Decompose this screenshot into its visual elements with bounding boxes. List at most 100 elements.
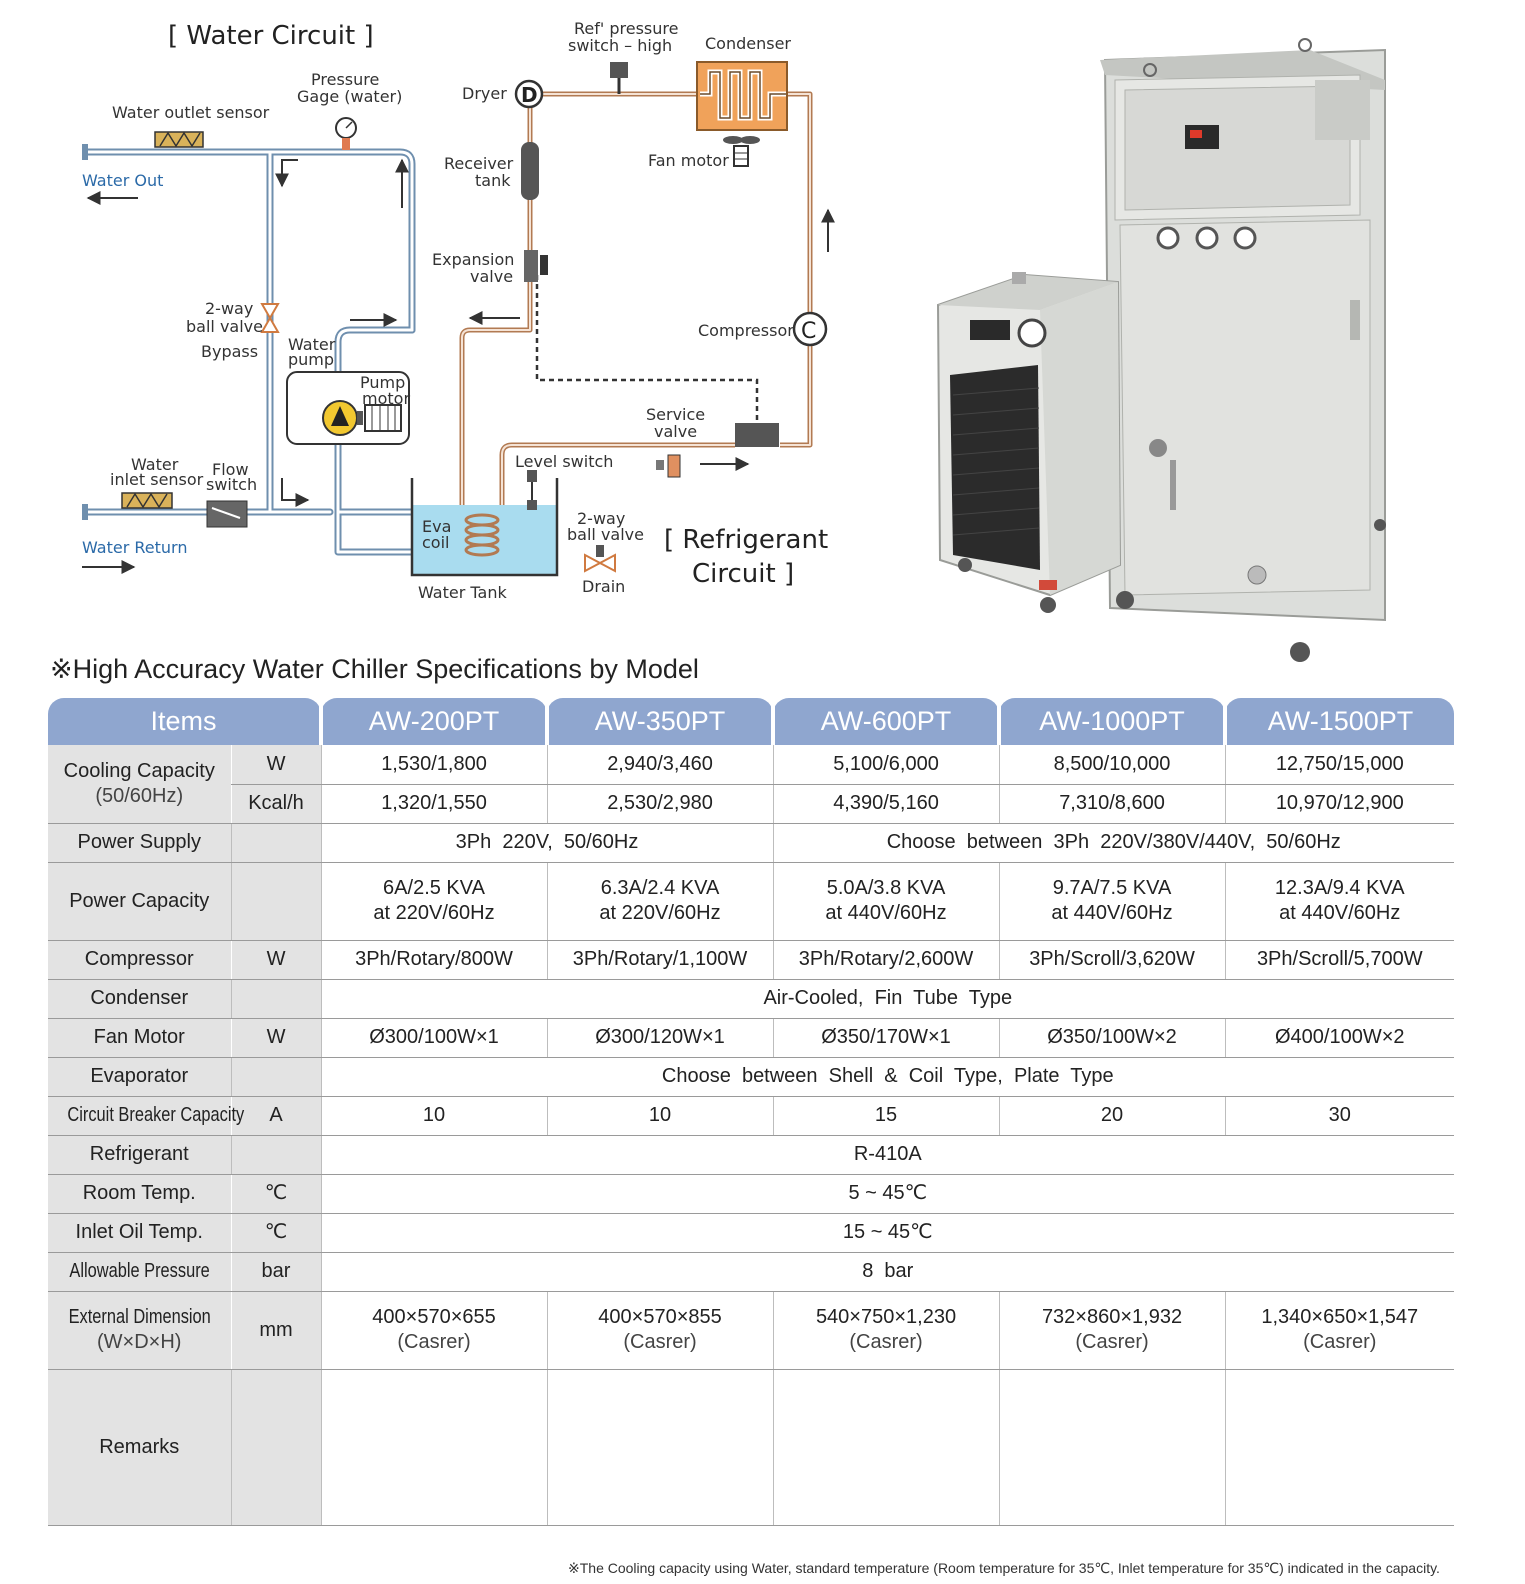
eva-coil	[464, 513, 500, 557]
label-allowable-pressure: Allowable Pressure	[48, 1252, 231, 1292]
compressor-icon	[792, 311, 828, 347]
svg-text:Circuit ]: Circuit ]	[692, 559, 794, 589]
label-fan-motor: Fan Motor	[48, 1018, 231, 1058]
value-cell: 400×570×655(Casrer)	[320, 1291, 548, 1370]
label-drain-valve: 2-way	[577, 509, 625, 528]
water-outlet-sensor-icon	[154, 131, 204, 148]
value-cell: Ø350/100W×2	[998, 1018, 1226, 1058]
svg-text:switch – high: switch – high	[568, 36, 672, 55]
label-service-valve: Service	[646, 405, 705, 424]
svg-text:C: C	[801, 319, 816, 344]
label-power-capacity: Power Capacity	[48, 862, 231, 941]
model-header: AW-1500PT	[1223, 698, 1455, 745]
unit-cell: W	[230, 940, 322, 980]
value-cell: R-410A	[320, 1135, 1455, 1175]
flow-arrows	[82, 158, 835, 574]
row-fan-motor: Fan Motor W Ø300/100W×1 Ø300/120W×1 Ø350…	[48, 1018, 1455, 1058]
value-cell: Ø400/100W×2	[1224, 1018, 1455, 1058]
row-breaker: Circuit Breaker Capacity A 10 10 15 20 3…	[48, 1096, 1455, 1136]
row-remarks: Remarks	[48, 1369, 1455, 1526]
label-level-switch: Level switch	[515, 452, 613, 471]
label-condenser: Condenser	[705, 34, 791, 53]
spec-heading: ※High Accuracy Water Chiller Specificati…	[50, 654, 699, 684]
value-cell: 8 bar	[320, 1252, 1455, 1292]
value-cell: 30	[1224, 1096, 1455, 1136]
value-cell: 732×860×1,932(Casrer)	[998, 1291, 1226, 1370]
spec-table: Items AW-200PT AW-350PT AW-600PT AW-1000…	[48, 698, 1455, 1526]
row-cooling-kcal: Kcal/h 1,320/1,550 2,530/2,980 4,390/5,1…	[48, 784, 1455, 824]
value-cell: 2,940/3,460	[546, 745, 774, 785]
water-circuit-title: [ Water Circuit ]	[168, 21, 374, 51]
label-cooling-capacity: Cooling Capacity (50/60Hz)	[48, 745, 231, 824]
row-dimension: External Dimension (W×D×H) mm 400×570×65…	[48, 1291, 1455, 1370]
value-cell: 1,530/1,800	[320, 745, 548, 785]
value-cell: Air-Cooled, Fin Tube Type	[320, 979, 1455, 1019]
label-ball-valve: 2-way	[205, 299, 253, 318]
unit-cell: mm	[230, 1291, 322, 1370]
value-cell: 3Ph/Scroll/5,700W	[1224, 940, 1455, 980]
svg-text:valve: valve	[470, 267, 513, 286]
receiver-tank-icon	[521, 142, 539, 200]
value-cell: 10,970/12,900	[1224, 784, 1455, 824]
model-header: AW-1000PT	[997, 698, 1226, 745]
value-cell: 12,750/15,000	[1224, 745, 1455, 785]
label-water-return: Water Return	[82, 538, 187, 557]
value-cell: 3Ph/Scroll/3,620W	[998, 940, 1226, 980]
remarks-cell	[1224, 1369, 1455, 1526]
label-pump-motor: Pump	[360, 373, 405, 392]
svg-text:D: D	[521, 83, 538, 107]
svg-text:ball valve: ball valve	[186, 317, 263, 336]
value-cell: 7,310/8,600	[998, 784, 1226, 824]
svg-text:inlet sensor: inlet sensor	[110, 470, 204, 489]
footnote: ※The Cooling capacity using Water, stand…	[568, 1560, 1440, 1576]
large-chiller-unit	[1100, 38, 1386, 662]
value-cell: 2,530/2,980	[546, 784, 774, 824]
label-power-supply: Power Supply	[48, 823, 231, 863]
value-cell: Ø350/170W×1	[772, 1018, 1000, 1058]
svg-text:switch: switch	[206, 475, 257, 494]
label-water-pump: Water	[288, 335, 336, 354]
items-header: Items	[48, 698, 322, 745]
water-tank	[412, 505, 557, 575]
value-cell: 5,100/6,000	[772, 745, 1000, 785]
pressure-switch-icon	[610, 62, 628, 78]
label-condenser: Condenser	[48, 979, 231, 1019]
remarks-cell	[998, 1369, 1226, 1526]
value-cell: 15	[772, 1096, 1000, 1136]
value-cell: 3Ph/Rotary/1,100W	[546, 940, 774, 980]
model-header: AW-350PT	[545, 698, 774, 745]
dryer-icon	[514, 79, 544, 109]
svg-text:ball valve: ball valve	[567, 525, 644, 544]
value-cell: 4,390/5,160	[772, 784, 1000, 824]
bypass-valve-icon	[260, 303, 280, 333]
label-water-outlet-sensor: Water outlet sensor	[112, 103, 270, 122]
label-flow-switch: Flow	[212, 460, 249, 479]
row-cooling-w: Cooling Capacity (50/60Hz) W 1,530/1,800…	[48, 745, 1455, 824]
value-cell: Ø300/100W×1	[320, 1018, 548, 1058]
unit-cell: bar	[230, 1252, 322, 1292]
value-cell: 10	[320, 1096, 548, 1136]
label-room-temp: Room Temp.	[48, 1174, 231, 1214]
unit-cell: W	[230, 745, 322, 785]
label-circuit-breaker: Circuit Breaker Capacity	[48, 1096, 244, 1136]
diagram-labels: Ref' pressure switch – high Condenser Dr…	[82, 19, 794, 602]
row-room-temp: Room Temp. ℃ 5 ~ 45℃	[48, 1174, 1455, 1214]
value-cell: Choose between 3Ph 220V/380V/440V, 50/60…	[772, 823, 1455, 863]
svg-text:motor: motor	[362, 389, 410, 408]
unit-cell: A	[230, 1096, 322, 1136]
svg-text:valve: valve	[654, 422, 697, 441]
circuit-diagram: [ Water Circuit ]	[82, 19, 835, 602]
water-inlet-sensor-icon	[121, 492, 173, 509]
flow-switch-icon	[206, 500, 248, 528]
value-cell: 540×750×1,230(Casrer)	[772, 1291, 1000, 1370]
label-remarks: Remarks	[48, 1369, 231, 1526]
label-eva-coil: Eva	[422, 517, 451, 536]
pump-motor-icon	[357, 404, 402, 432]
drain-valve-icon	[584, 545, 616, 573]
value-cell: 3Ph/Rotary/800W	[320, 940, 548, 980]
value-cell: 3Ph/Rotary/2,600W	[772, 940, 1000, 980]
